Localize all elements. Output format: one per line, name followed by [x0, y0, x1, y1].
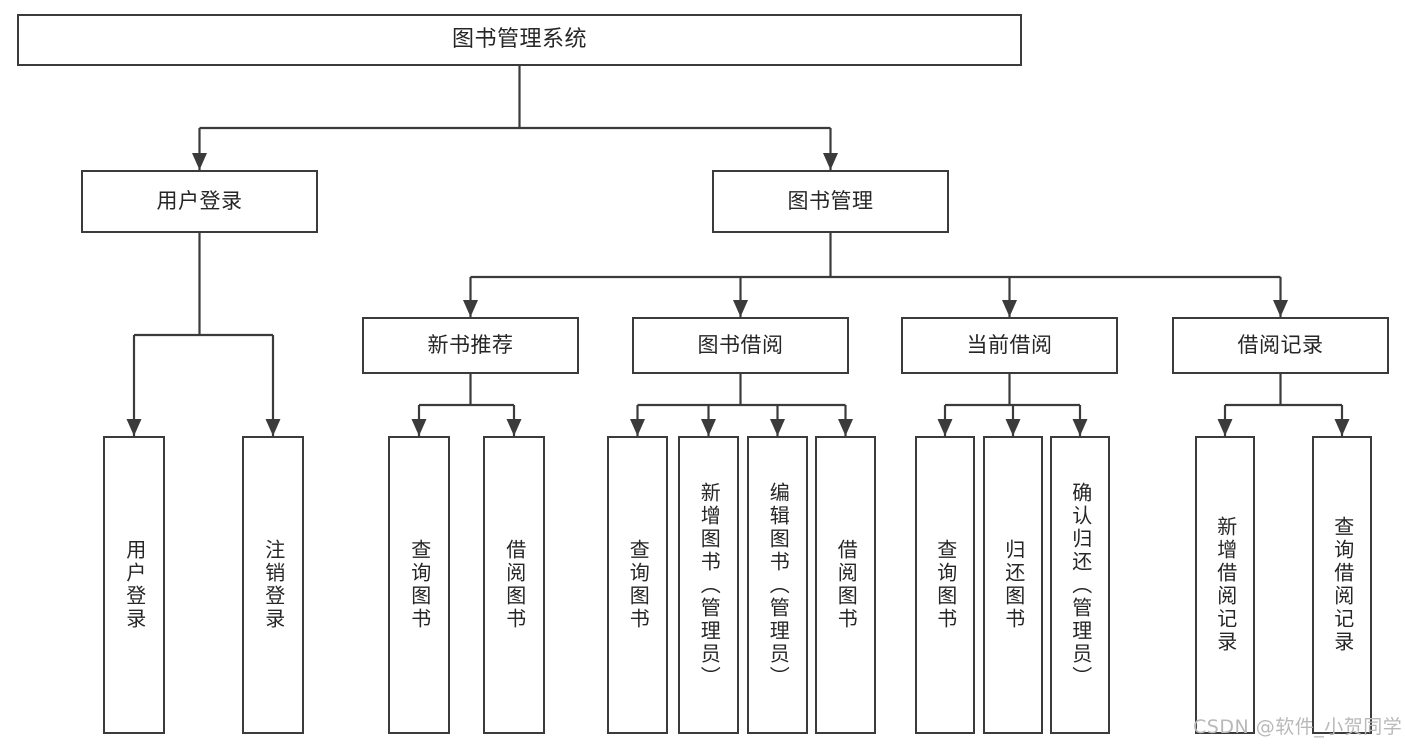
node-current_borrow[interactable]: 当前借阅 [901, 317, 1118, 374]
node-leaf_borrow_book_rec[interactable]: 借阅图书 [483, 436, 545, 734]
node-leaf_query_book_c[interactable]: 查询图书 [915, 436, 975, 734]
edge-arrowhead [1334, 419, 1350, 436]
node-label: 借阅图书 [834, 539, 859, 631]
edge-arrowhead [1273, 300, 1288, 317]
edge-arrowhead [937, 419, 953, 436]
edge-arrowhead [630, 419, 645, 436]
edge-arrowhead [1005, 419, 1021, 436]
node-leaf_logout[interactable]: 注销登录 [242, 436, 304, 734]
node-label: 新书推荐 [427, 333, 514, 358]
node-leaf_add_book[interactable]: 新增图书（管理员） [678, 436, 739, 734]
node-label: 当前借阅 [966, 333, 1053, 358]
node-label: 用户登录 [156, 189, 243, 214]
node-user_login[interactable]: 用户登录 [81, 170, 318, 233]
node-leaf_confirm_return[interactable]: 确认归还（管理员） [1050, 436, 1110, 734]
edge-arrowhead [506, 419, 522, 436]
node-label: 借阅记录 [1237, 333, 1324, 358]
node-label: 图书管理系统 [451, 27, 587, 53]
node-leaf_edit_book[interactable]: 编辑图书（管理员） [747, 436, 808, 734]
watermark-label: CSDN @软件_小贺同学 [1193, 716, 1403, 738]
edge-arrowhead [838, 419, 853, 436]
node-leaf_user_login[interactable]: 用户登录 [103, 436, 165, 734]
node-root[interactable]: 图书管理系统 [17, 14, 1022, 66]
node-label: 新增借阅记录 [1213, 516, 1238, 654]
edge-arrowhead [463, 300, 478, 317]
node-label: 图书管理 [787, 189, 874, 214]
edge-arrowhead [126, 419, 142, 436]
node-label: 查询图书 [626, 539, 651, 631]
node-leaf_query_book_rec[interactable]: 查询图书 [388, 436, 450, 734]
edge-arrowhead [265, 419, 281, 436]
edge-arrowhead [733, 300, 748, 317]
edge-arrowhead [770, 419, 785, 436]
edge-arrowhead [701, 419, 716, 436]
node-leaf_return_book[interactable]: 归还图书 [983, 436, 1043, 734]
edge-arrowhead [1002, 300, 1017, 317]
node-book_borrow[interactable]: 图书借阅 [632, 317, 849, 374]
node-leaf_borrow_book_b[interactable]: 借阅图书 [815, 436, 876, 734]
node-label: 归还图书 [1001, 539, 1026, 631]
node-label: 注销登录 [261, 539, 286, 631]
edge-arrowhead [192, 153, 207, 170]
node-label: 用户登录 [122, 539, 147, 631]
node-leaf_add_record[interactable]: 新增借阅记录 [1195, 436, 1255, 734]
node-label: 查询借阅记录 [1330, 516, 1355, 654]
edge-arrowhead [1217, 419, 1233, 436]
node-label: 编辑图书（管理员） [766, 481, 791, 689]
node-label: 确认归还（管理员） [1068, 481, 1093, 689]
node-label: 借阅图书 [502, 539, 527, 631]
node-book_mgmt[interactable]: 图书管理 [712, 170, 949, 233]
edge-arrowhead [1072, 419, 1088, 436]
node-label: 查询图书 [933, 539, 958, 631]
node-label: 图书借阅 [697, 333, 784, 358]
node-leaf_query_record[interactable]: 查询借阅记录 [1312, 436, 1372, 734]
node-leaf_query_book_b[interactable]: 查询图书 [607, 436, 668, 734]
node-label: 新增图书（管理员） [697, 481, 722, 689]
node-label: 查询图书 [407, 539, 432, 631]
node-new_book_rec[interactable]: 新书推荐 [362, 317, 579, 374]
node-borrow_records[interactable]: 借阅记录 [1172, 317, 1389, 374]
edge-arrowhead [823, 153, 838, 170]
edge-arrowhead [411, 419, 427, 436]
